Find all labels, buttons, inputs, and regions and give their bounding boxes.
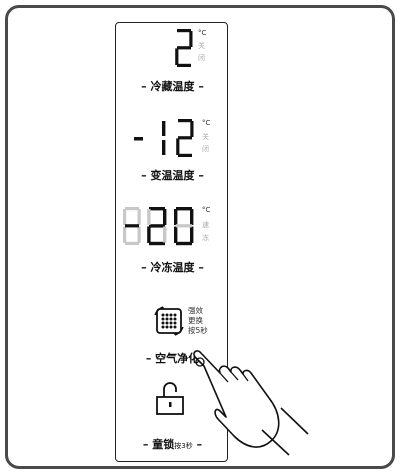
padlock-icon[interactable] (154, 379, 186, 417)
variable-off-line2: 闭 (202, 145, 209, 153)
freezer-unit: °C (202, 206, 211, 214)
fridge-temp-label: – 冷藏温度 – (141, 80, 204, 93)
fridge-off-line1: 关 (198, 42, 205, 50)
freezer-temp-label: – 冷冻温度 – (141, 261, 204, 274)
appliance-frame (5, 5, 395, 469)
snowflake-filter-icon[interactable] (153, 305, 185, 337)
freezer-quick-line1: 速 (202, 221, 209, 229)
air-hint-line1: 强效 (188, 306, 203, 315)
air-hint-line3: 按5秒 (188, 326, 208, 335)
fridge-off-line2: 闭 (198, 54, 205, 62)
fridge-unit: °C (198, 29, 207, 37)
air-hint-line2: 更换 (188, 316, 203, 325)
variable-unit: °C (202, 119, 211, 127)
freezer-quick-line2: 冻 (202, 234, 209, 242)
freezer-temp-display (123, 207, 194, 246)
air-purify-label[interactable]: – 空气净化 (145, 352, 200, 365)
variable-off-line1: 关 (202, 133, 209, 141)
hand-pointer-icon (193, 350, 309, 456)
child-lock-label: – 童锁按3秒 – (142, 438, 203, 451)
variable-temp-label: – 变温温度 – (141, 169, 204, 182)
fridge-temp-display (175, 29, 193, 67)
control-panel: °C 关 闭 – 冷藏温度 – °C 关 闭 – 变温温度 – (115, 22, 228, 462)
variable-temp-display (134, 119, 194, 157)
